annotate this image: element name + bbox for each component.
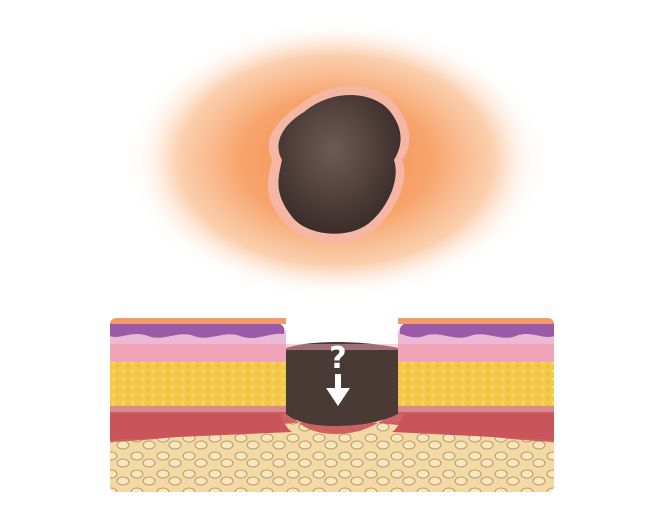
question-mark: ? <box>329 341 346 376</box>
wound-top-view <box>126 20 546 300</box>
